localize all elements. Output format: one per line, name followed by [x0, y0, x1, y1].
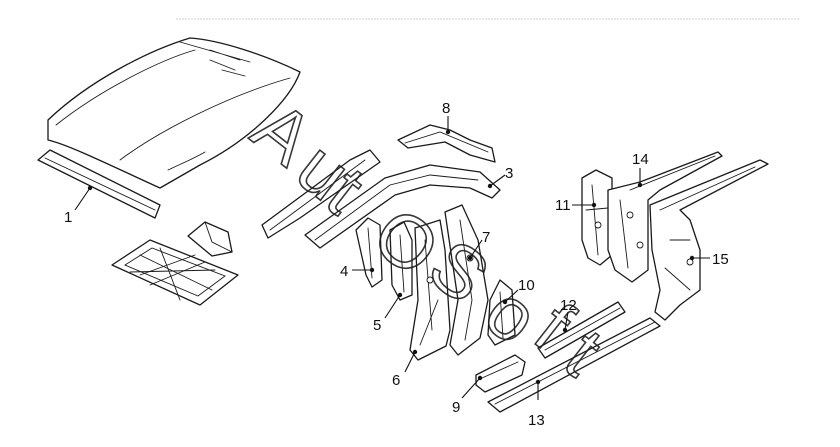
callout-7: 7 [482, 229, 490, 246]
pillar-6 [409, 219, 451, 361]
callout-14: 14 [632, 151, 649, 168]
panel-11 [581, 169, 613, 266]
callout-12: 12 [560, 297, 577, 314]
callout-11: 11 [555, 197, 571, 214]
callout-1: 1 [64, 209, 72, 226]
side-roof-rail-right [304, 164, 501, 249]
sill-inner-12 [537, 301, 626, 359]
callout-13: 13 [528, 412, 545, 429]
pillar-10 [487, 279, 516, 346]
callout-10: 10 [518, 277, 535, 294]
rocker-13 [487, 317, 661, 413]
callout-9: 9 [452, 399, 460, 416]
roof-panel [47, 37, 301, 189]
quarter-outer-15 [649, 159, 769, 321]
leader-lines [74, 116, 710, 400]
callout-labels: 1 3 4 5 6 7 8 9 10 12 11 13 14 15 [64, 100, 729, 429]
roof-bow-8 [397, 124, 496, 163]
side-roof-rail-left [261, 149, 381, 239]
callout-8: 8 [442, 100, 450, 117]
callout-6: 6 [392, 372, 400, 389]
bracket-9 [475, 354, 526, 393]
roof-front-rail [37, 149, 161, 219]
callout-15: 15 [712, 251, 729, 268]
callout-4: 4 [340, 263, 348, 280]
roof-bracket [187, 221, 233, 257]
callout-3: 3 [505, 165, 513, 182]
sunroof-frame [111, 239, 239, 306]
quarter-inner-14 [607, 151, 723, 283]
callout-5: 5 [373, 317, 381, 334]
pillar-5 [389, 221, 413, 301]
pillar-7 [444, 204, 489, 356]
